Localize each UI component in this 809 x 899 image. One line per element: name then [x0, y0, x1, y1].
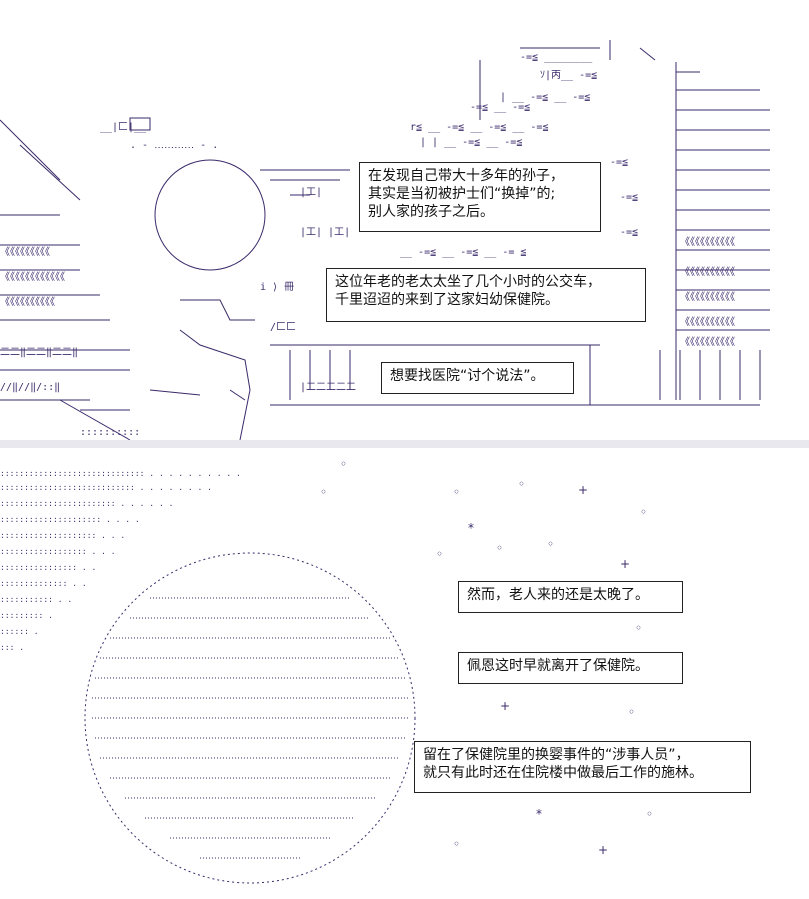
svg-text:| __ -=≦ __ -=≦: | __ -=≦ __ -=≦	[500, 92, 590, 103]
svg-text::::::::::::::::::::::::: . . .: :::::::::::::::::::::::: . . . . . .	[0, 499, 173, 508]
svg-text:__|匚|__: __|匚|__	[100, 122, 147, 133]
svg-text:::::::::::::::::::::: . . . .: ::::::::::::::::::::: . . . .	[0, 515, 140, 524]
svg-text:::::::::::: . .: ::::::::::: . .	[0, 595, 72, 604]
svg-text:-=≦: -=≦	[620, 192, 638, 203]
svg-text:::::::::::::::::::::::::::::::: :::::::::::::::::::::::::::::: . . . . .…	[0, 469, 241, 478]
svg-text:《《《《《《《《《《: 《《《《《《《《《《	[680, 291, 735, 303]
svg-text::::::::::::::::::: . . .: :::::::::::::::::: . . .	[0, 547, 116, 556]
svg-text:::::::::::: ::::::::::	[80, 427, 140, 438]
svg-text:i ⟩ 冊: i ⟩ 冊	[260, 282, 294, 293]
caption-box: 想要找医院“讨个说法”。	[381, 362, 574, 394]
svg-text:◦: ◦	[453, 837, 460, 851]
svg-text:::: .: ::: .	[0, 643, 24, 652]
svg-text:+: +	[620, 557, 630, 571]
svg-text:◦: ◦	[635, 621, 642, 635]
svg-text:. - ‥‥‥‥‥‥ - .: . - ‥‥‥‥‥‥ - .	[130, 140, 218, 151]
svg-text:《《《《《《《《《《: 《《《《《《《《《《	[680, 236, 735, 248]
svg-text:◦: ◦	[340, 457, 347, 471]
caption-box: 在发现自己带大十多年的孙子， 其实是当初被护士们“换掉”的; 别人家的孩子之后。	[359, 162, 601, 232]
svg-text:◦: ◦	[436, 547, 443, 561]
svg-text:《《《《《《《《《《: 《《《《《《《《《《	[0, 296, 55, 308]
svg-text:::::::::: .: ::::::::: .	[0, 611, 53, 620]
svg-text:*: *	[468, 521, 474, 535]
svg-text:/匚匚: /匚匚	[270, 322, 296, 333]
svg-text:+: +	[578, 483, 588, 497]
top-comic-panel: -=≦ ________ ｿ|丙__ -=≦ | __ -=≦ __ -=≦ -…	[0, 0, 809, 440]
night-sky-moon-ascii-art: :::::::::::::::::::::::::::::: . . . . .…	[0, 457, 653, 884]
svg-text:《《《《《《《《《《《《: 《《《《《《《《《《《《	[0, 271, 65, 283]
svg-text::::::::::::::::: . .: :::::::::::::::: . .	[0, 563, 96, 572]
svg-text:◦: ◦	[628, 705, 635, 719]
svg-text::::::: .: :::::: .	[0, 627, 39, 636]
svg-text:r≦ __ -=≦ __ -=≦ __ -=≦: r≦ __ -=≦ __ -=≦ __ -=≦	[410, 122, 548, 133]
caption-box: 然而，老人来的还是太晚了。	[458, 581, 683, 613]
svg-text:◦: ◦	[646, 807, 653, 821]
svg-text:-=≦: -=≦	[610, 157, 628, 168]
svg-text:ｿ|丙__ -=≦: ｿ|丙__ -=≦	[540, 70, 597, 81]
svg-text::::::::::::::::::::::::::::: .: :::::::::::::::::::::::::::: . . . . . .…	[0, 483, 212, 492]
svg-text::::::::::::::::::::: . . .: :::::::::::::::::::: . . .	[0, 531, 125, 540]
svg-text:◦: ◦	[320, 485, 327, 499]
svg-text:|工|: |工|	[300, 187, 322, 198]
svg-text:《《《《《《《《《《: 《《《《《《《《《《	[680, 316, 735, 328]
svg-text:*: *	[536, 807, 542, 821]
caption-box: 这位年老的老太太坐了几个小时的公交车， 千里迢迢的来到了这家妇幼保健院。	[326, 268, 646, 322]
old-woman-at-hospital-ascii-art: -=≦ ________ ｿ|丙__ -=≦ | __ -=≦ __ -=≦ -…	[0, 40, 770, 440]
svg-text:《《《《《《《《《: 《《《《《《《《《	[0, 246, 50, 258]
svg-text::::::::::::::: . .: :::::::::::::: . .	[0, 579, 87, 588]
svg-text:◦: ◦	[496, 541, 503, 555]
svg-text:◦: ◦	[518, 477, 525, 491]
svg-text:《《《《《《《《《《: 《《《《《《《《《《	[680, 336, 735, 348]
caption-box: 佩恩这时早就离开了保健院。	[458, 652, 683, 684]
svg-text:◦: ◦	[453, 485, 460, 499]
caption-box: 留在了保健院里的换婴事件的“涉事人员”， 就只有此时还在住院楼中做最后工作的施林…	[414, 741, 751, 793]
svg-text:《《《《《《《《《《: 《《《《《《《《《《	[680, 266, 735, 278]
svg-text:+: +	[500, 699, 510, 713]
svg-text://‖//‖/::‖: //‖//‖/::‖	[0, 382, 60, 393]
svg-text:__ -=≦ __ -=≦ __ -= ≦: __ -=≦ __ -=≦ __ -= ≦	[400, 247, 526, 258]
svg-text:|二二二二二: |二二二二二	[300, 382, 356, 393]
svg-text:◦: ◦	[547, 537, 554, 551]
svg-text:+: +	[598, 843, 608, 857]
svg-text:-=≦ __ -=≦: -=≦ __ -=≦	[470, 102, 530, 113]
bottom-comic-panel: :::::::::::::::::::::::::::::: . . . . .…	[0, 448, 809, 899]
svg-text:二二‖二二‖二二‖: 二二‖二二‖二二‖	[0, 347, 78, 358]
svg-text:-=≦ ________: -=≦ ________	[520, 52, 593, 63]
svg-text:|工| |工|: |工| |工|	[300, 227, 350, 238]
svg-text:| | __ -=≦ __ -=≦: | | __ -=≦ __ -=≦	[420, 137, 522, 148]
panel-divider	[0, 440, 809, 448]
svg-text:◦: ◦	[640, 505, 647, 519]
svg-text:-=≦: -=≦	[620, 227, 638, 238]
